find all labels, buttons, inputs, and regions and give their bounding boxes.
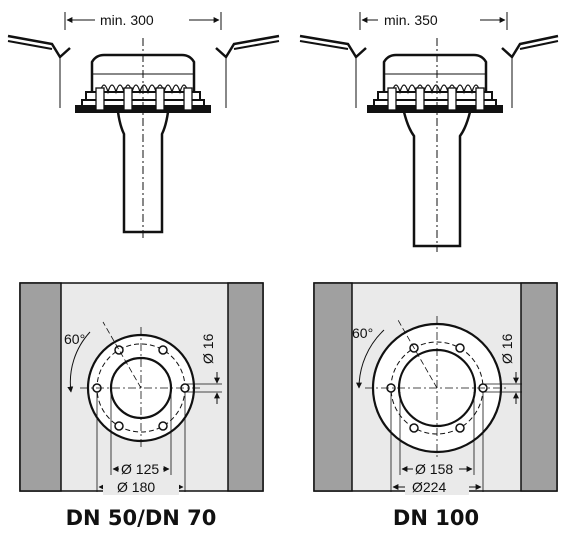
right-plan: 60° Ø 16 Ø 158 Ø224 bbox=[313, 282, 558, 495]
left-plan: 60° Ø 16 Ø 125 Ø 180 bbox=[19, 282, 264, 495]
right-outer-diameter-label: Ø224 bbox=[412, 479, 446, 495]
right-caption: DN 100 bbox=[393, 506, 479, 530]
left-elevation bbox=[7, 12, 280, 240]
left-angle-label: 60° bbox=[64, 331, 85, 347]
left-outer-diameter-label: Ø 180 bbox=[117, 479, 155, 495]
right-hole-diameter-label: Ø 16 bbox=[499, 333, 515, 364]
right-min-width-label: min. 350 bbox=[384, 12, 438, 28]
right-angle-label: 60° bbox=[352, 325, 373, 341]
left-caption: DN 50/DN 70 bbox=[66, 506, 217, 530]
right-elevation bbox=[299, 12, 559, 252]
left-min-width-label: min. 300 bbox=[100, 12, 154, 28]
right-inner-diameter-label: Ø 158 bbox=[415, 461, 453, 477]
left-inner-diameter-label: Ø 125 bbox=[121, 461, 159, 477]
left-hole-diameter-label: Ø 16 bbox=[200, 333, 216, 364]
